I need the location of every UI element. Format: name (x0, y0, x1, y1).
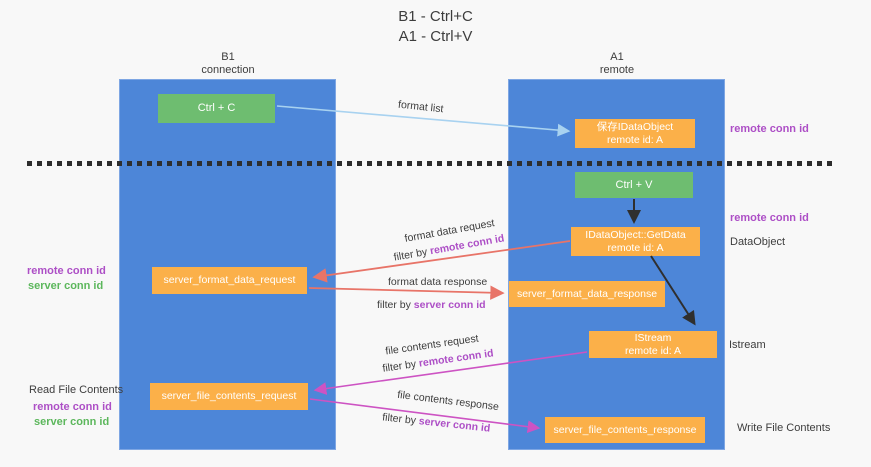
edge-label-filter-server-2: filter by server conn id (382, 411, 491, 434)
node-save-dataobject: 保存IDataObject remote id: A (575, 119, 695, 148)
lane-header-a1-name: A1 (610, 51, 624, 63)
session-divider-dashed-line (27, 161, 832, 166)
node-ctrl-v-label: Ctrl + V (615, 178, 653, 191)
node-server-file-contents-response-label: server_file_contents_response (553, 423, 697, 436)
node-istream-line2: remote id: A (624, 344, 682, 357)
edge-label-format-list: format list (397, 98, 445, 116)
node-istream: IStream remote id: A (589, 331, 717, 358)
node-save-dataobject-line1: 保存IDataObject (596, 120, 674, 133)
lane-header-b1-sub: connection (201, 64, 255, 76)
title-line-2: A1 - Ctrl+V (398, 28, 473, 45)
legend-server-conn-id-1: server conn id (28, 280, 104, 292)
diagram-title: B1 - Ctrl+C A1 - Ctrl+V (0, 7, 871, 47)
lane-header-a1-sub: remote (599, 64, 635, 76)
node-idataobject-getdata-line2: remote id: A (607, 241, 664, 254)
annotation-dataobject: DataObject (730, 236, 786, 248)
node-server-file-contents-request-label: server_file_contents_request (161, 390, 297, 402)
node-server-format-data-request: server_format_data_request (152, 267, 307, 294)
edge-label-file-contents-response: file contents response (396, 388, 500, 414)
node-ctrl-v: Ctrl + V (575, 172, 693, 198)
filter-prefix: filter by (381, 411, 420, 428)
annotation-write-file-contents: Write File Contents (737, 422, 831, 434)
edge-label-filter-server-1: filter by server conn id (377, 299, 486, 311)
node-ctrl-c: Ctrl + C (158, 94, 275, 123)
node-server-format-data-response-label: server_format_data_response (516, 287, 658, 300)
filter-prefix: filter by (377, 299, 414, 311)
node-server-file-contents-request: server_file_contents_request (150, 383, 308, 410)
node-idataobject-getdata-line1: IDataObject::GetData (585, 228, 686, 241)
filter-value-server-conn-id: server conn id (418, 415, 491, 435)
filter-prefix: filter by (381, 357, 420, 375)
lane-header-b1-name: B1 (221, 51, 235, 63)
annotation-istream: Istream (729, 339, 766, 351)
node-server-format-data-response: server_format_data_response (509, 281, 665, 307)
legend-remote-conn-id-2: remote conn id (33, 401, 112, 413)
annotation-remote-conn-id-mid: remote conn id (730, 212, 809, 224)
node-idataobject-getdata: IDataObject::GetData remote id: A (571, 227, 700, 256)
annotation-remote-conn-id-top: remote conn id (730, 123, 809, 135)
title-line-1: B1 - Ctrl+C (398, 8, 473, 25)
legend-server-conn-id-2: server conn id (34, 416, 110, 428)
lane-header-a1: A1 remote (557, 51, 677, 77)
arrow-format-data-response (308, 285, 505, 300)
filter-value-server-conn-id: server conn id (413, 299, 486, 311)
node-server-file-contents-response: server_file_contents_response (545, 417, 705, 443)
filter-prefix: filter by (392, 245, 432, 264)
node-save-dataobject-line2: remote id: A (606, 133, 664, 146)
lane-header-b1: B1 connection (168, 51, 288, 77)
annotation-read-file-contents: Read File Contents (29, 384, 124, 396)
node-ctrl-c-label: Ctrl + C (197, 102, 236, 114)
node-server-format-data-request-label: server_format_data_request (163, 274, 296, 286)
legend-remote-conn-id-1: remote conn id (27, 265, 106, 277)
node-istream-line1: IStream (634, 331, 672, 344)
edge-label-format-data-response: format data response (388, 276, 488, 288)
